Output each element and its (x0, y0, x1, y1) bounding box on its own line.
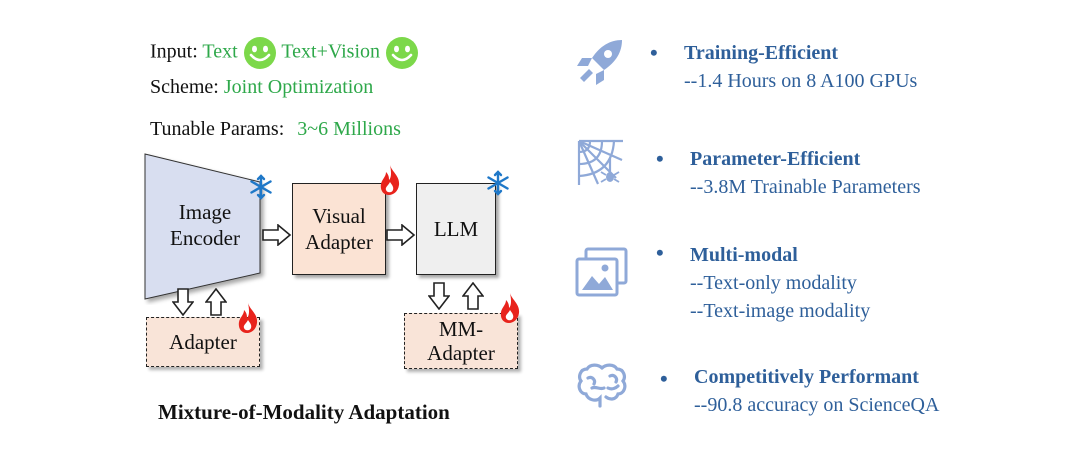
feature-title: Competitively Performant (694, 366, 919, 388)
adapter-label: Adapter (169, 330, 237, 354)
arrow-down-icon (428, 282, 450, 310)
brain-icon (577, 363, 627, 408)
feature-desc: --90.8 accuracy on ScienceQA (694, 394, 940, 416)
input-text-vision: Text+Vision (281, 40, 380, 63)
adapter-block: Adapter (146, 317, 260, 367)
image-encoder-label-2: Encoder (170, 226, 240, 250)
snowflake-icon (487, 170, 509, 196)
mm-adapter-block: MM- Adapter (404, 313, 518, 369)
feature-desc: --1.4 Hours on 8 A100 GPUs (684, 70, 918, 92)
input-text: Text (202, 40, 238, 63)
llm-label: LLM (433, 217, 479, 241)
fire-icon (238, 303, 258, 333)
image-encoder: Image Encoder (150, 195, 260, 255)
image-encoder-label-1: Image (178, 200, 232, 224)
input-label: Input: (150, 40, 198, 63)
scheme-value: Joint Optimization (223, 76, 374, 98)
params-label: Tunable Params: (150, 118, 285, 140)
arrow-down-icon (172, 288, 194, 316)
fire-icon (500, 293, 520, 323)
feature-desc: --Text-only modality (690, 272, 857, 294)
bullet: • (660, 366, 668, 391)
spider-web-icon (577, 139, 623, 185)
visual-adapter: Visual Adapter (292, 183, 386, 275)
feature-title: Multi-modal (690, 244, 798, 266)
arrow-up-icon (205, 288, 227, 316)
visual-adapter-label-1: Visual (312, 204, 366, 228)
arrow-right-icon (386, 224, 416, 246)
visual-adapter-label-2: Adapter (305, 230, 373, 254)
snowflake-icon (250, 174, 272, 200)
arrow-right-icon (262, 224, 292, 246)
scheme-line: Scheme: Joint Optimization (150, 76, 373, 99)
bullet: • (656, 240, 664, 265)
feature-title: Training-Efficient (684, 42, 839, 64)
params-value: 3~6 Millions (297, 118, 401, 140)
arrow-up-icon (462, 282, 484, 310)
smiley-icon (386, 37, 418, 69)
llm-block: LLM (416, 183, 496, 275)
image-encoder-shape (144, 153, 261, 300)
mm-adapter-label-1: MM- (438, 317, 484, 341)
feature-desc: --Text-image modality (690, 300, 871, 322)
feature-title: Parameter-Efficient (690, 148, 861, 170)
diagram-caption: Mixture-of-Modality Adaptation (158, 400, 450, 424)
scheme-label: Scheme: (150, 76, 219, 98)
rocket-icon (577, 40, 622, 85)
bullet: • (650, 40, 658, 65)
smiley-icon (243, 37, 276, 69)
feature-desc: --3.8M Trainable Parameters (690, 176, 921, 198)
mm-adapter-label-2: Adapter (427, 341, 495, 365)
params-line: Tunable Params: 3~6 Millions (150, 118, 401, 141)
bullet: • (656, 146, 664, 171)
images-icon (575, 247, 628, 297)
input-line: Input: Text Text+Vision (150, 36, 419, 70)
fire-icon (380, 165, 400, 195)
